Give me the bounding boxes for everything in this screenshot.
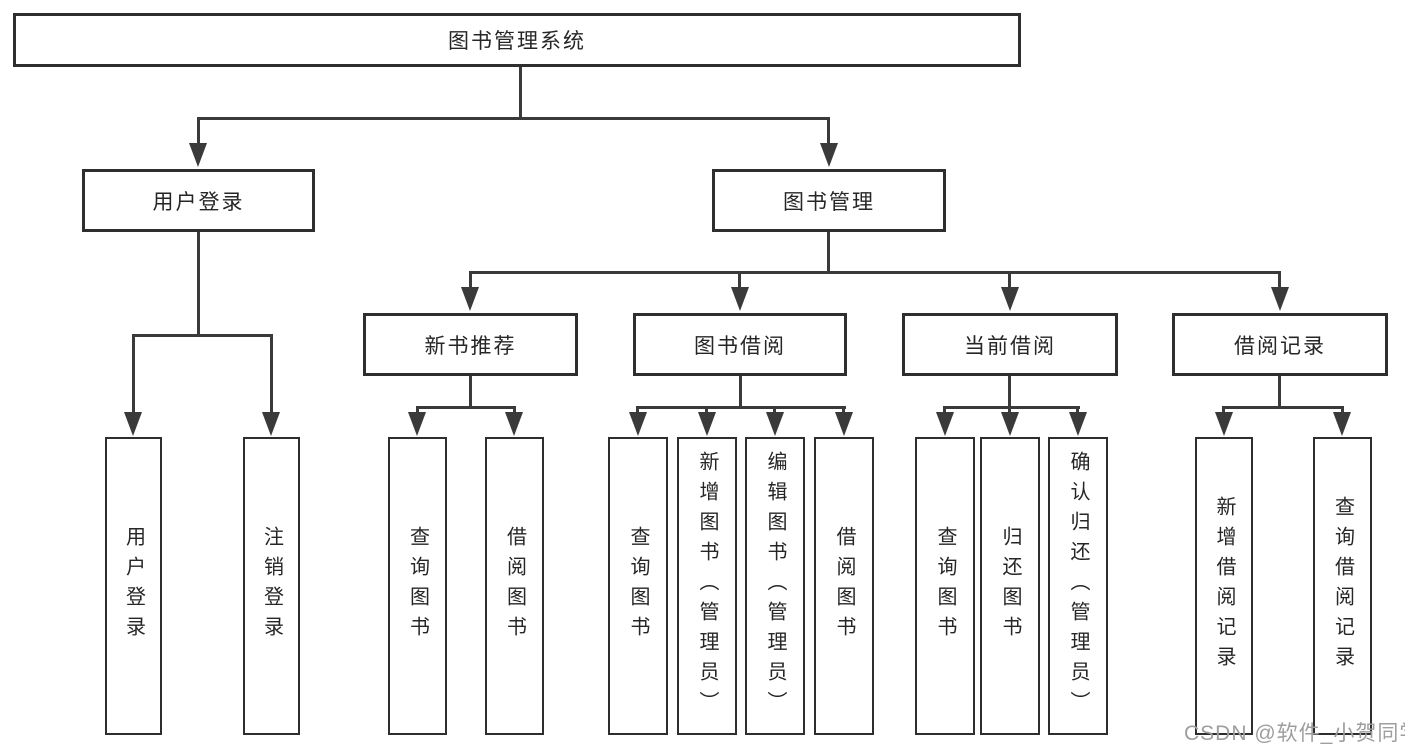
connector-drop-new-book [469, 271, 472, 292]
node-current-borrowing-label: 当前借阅 [964, 334, 1056, 358]
node-user-login-label: 用户登录 [152, 190, 245, 214]
leaf-br-add-record-label: 新增借阅记录 [1213, 496, 1235, 676]
arrow-bb-edit [766, 412, 784, 436]
leaf-nb-borrow-books-label: 借阅图书 [503, 526, 526, 646]
connector-drop-bb-add [705, 406, 708, 416]
arrow-bb-borrow [835, 412, 853, 436]
node-book-borrowing-label: 图书借阅 [694, 334, 786, 358]
connector-drop-bb-borrow [842, 406, 845, 416]
connector-drop-book-management [827, 117, 830, 147]
connector-user-login-stem [197, 231, 200, 336]
connector-drop-bb-edit [773, 406, 776, 416]
leaf-bb-query-books-label: 查询图书 [627, 526, 649, 646]
leaf-nb-query-books: 查询图书 [388, 437, 447, 735]
connector-book-borrowing-branch [636, 406, 846, 409]
connector-drop-nb-borrow [513, 406, 516, 416]
connector-new-book-stem [469, 375, 472, 409]
connector-current-borrowing-branch [943, 406, 1080, 409]
arrow-new-book [461, 287, 479, 311]
leaf-cb-confirm-return-admin-label: 确认归还（管理员） [1067, 451, 1089, 721]
arrow-user-login [189, 143, 207, 167]
leaf-bb-query-books: 查询图书 [608, 437, 668, 735]
leaf-cb-return-books-label: 归还图书 [999, 526, 1021, 646]
connector-user-login-branch [132, 334, 273, 337]
arrow-current-borrowing [1001, 287, 1019, 311]
leaf-logout: 注销登录 [243, 437, 300, 735]
connector-book-management-stem [827, 231, 830, 273]
arrow-nb-query [408, 412, 426, 436]
connector-borrowing-records-stem [1278, 375, 1281, 409]
arrow-bb-add [698, 412, 716, 436]
connector-drop-bb-query [636, 406, 639, 416]
arrow-leaf-login [124, 412, 142, 436]
leaf-logout-label: 注销登录 [260, 526, 283, 646]
connector-drop-leaf-logout [270, 334, 273, 414]
leaf-user-login-label: 用户登录 [122, 526, 145, 646]
leaf-bb-edit-book-admin-label: 编辑图书（管理员） [764, 451, 786, 721]
node-user-login: 用户登录 [82, 169, 315, 232]
connector-drop-leaf-login [132, 334, 135, 414]
leaf-nb-query-books-label: 查询图书 [406, 526, 429, 646]
connector-drop-current-borrowing [1008, 271, 1011, 292]
arrow-cb-query [936, 412, 954, 436]
leaf-user-login: 用户登录 [105, 437, 162, 735]
connector-book-borrowing-stem [739, 375, 742, 409]
leaf-bb-add-book-admin-label: 新增图书（管理员） [696, 451, 718, 721]
connector-root-branch [197, 117, 830, 120]
connector-drop-br-query [1341, 406, 1344, 416]
node-book-management: 图书管理 [712, 169, 946, 232]
connector-drop-nb-query [416, 406, 419, 416]
leaf-nb-borrow-books: 借阅图书 [485, 437, 544, 735]
leaf-cb-return-books: 归还图书 [980, 437, 1040, 735]
arrow-cb-return [1001, 412, 1019, 436]
connector-drop-cb-query [943, 406, 946, 416]
arrow-cb-confirm [1069, 412, 1087, 436]
arrow-borrowing-records [1271, 287, 1289, 311]
node-library-management-system-label: 图书管理系统 [448, 30, 586, 53]
connector-borrowing-records-branch [1222, 406, 1344, 409]
leaf-br-query-record-label: 查询借阅记录 [1331, 496, 1354, 676]
arrow-br-query [1333, 412, 1351, 436]
node-borrowing-records: 借阅记录 [1172, 313, 1388, 376]
watermark: CSDN @软件_小贺同学 [1184, 722, 1405, 745]
connector-current-borrowing-stem [1008, 375, 1011, 409]
leaf-cb-query-books: 查询图书 [915, 437, 975, 735]
connector-drop-br-add [1222, 406, 1225, 416]
leaf-cb-query-books-label: 查询图书 [934, 526, 956, 646]
arrow-nb-borrow [505, 412, 523, 436]
connector-book-management-branch [469, 271, 1281, 274]
leaf-cb-confirm-return-admin: 确认归还（管理员） [1048, 437, 1108, 735]
connector-new-book-branch [416, 406, 516, 409]
leaf-br-query-record: 查询借阅记录 [1313, 437, 1372, 735]
node-borrowing-records-label: 借阅记录 [1234, 334, 1326, 358]
connector-drop-book-borrowing [738, 271, 741, 292]
node-book-borrowing: 图书借阅 [633, 313, 847, 376]
leaf-bb-borrow-books: 借阅图书 [814, 437, 874, 735]
arrow-br-add [1215, 412, 1233, 436]
connector-drop-cb-confirm [1076, 406, 1079, 416]
leaf-bb-edit-book-admin: 编辑图书（管理员） [745, 437, 805, 735]
arrow-leaf-logout [262, 412, 280, 436]
arrow-book-management [820, 143, 838, 167]
connector-root-stem [519, 66, 522, 119]
leaf-bb-borrow-books-label: 借阅图书 [833, 526, 855, 646]
node-library-management-system: 图书管理系统 [13, 13, 1021, 67]
node-current-borrowing: 当前借阅 [902, 313, 1118, 376]
node-new-book-recommendation-label: 新书推荐 [424, 334, 517, 358]
arrow-bb-query [629, 412, 647, 436]
connector-drop-user-login [197, 117, 200, 147]
arrow-book-borrowing [731, 287, 749, 311]
leaf-br-add-record: 新增借阅记录 [1195, 437, 1253, 735]
node-book-management-label: 图书管理 [783, 190, 875, 214]
connector-drop-cb-return [1008, 406, 1011, 416]
node-new-book-recommendation: 新书推荐 [363, 313, 578, 376]
connector-drop-borrowing-records [1278, 271, 1281, 292]
leaf-bb-add-book-admin: 新增图书（管理员） [677, 437, 737, 735]
